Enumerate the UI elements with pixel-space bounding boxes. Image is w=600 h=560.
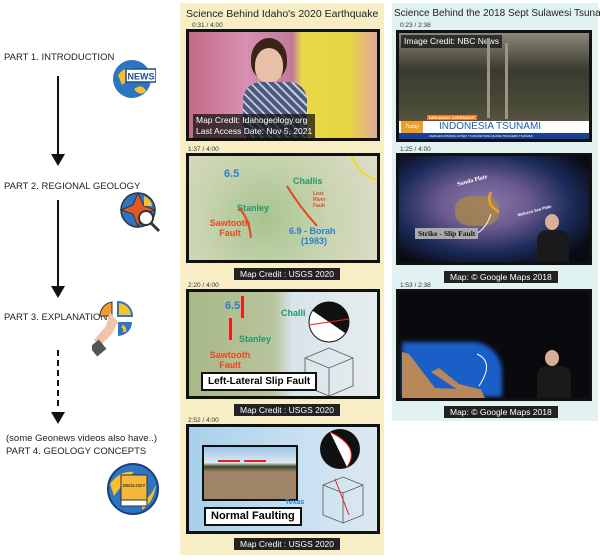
presenter bbox=[545, 350, 559, 366]
map-credit-caption: Map Credit : USGS 2020 bbox=[234, 538, 341, 550]
today-logo: Today bbox=[401, 121, 423, 133]
flow-arrow-line bbox=[57, 76, 59, 156]
map-credit-caption: Map Credit : USGS 2020 bbox=[234, 268, 341, 280]
flow-arrow-head bbox=[51, 286, 65, 298]
svg-text:NEWS: NEWS bbox=[128, 72, 155, 82]
news-banner: INDONESIA TSUNAMI bbox=[439, 121, 542, 132]
part2-label: PART 2. REGIONAL GEOLOGY bbox=[4, 181, 141, 192]
timestamp: 2:52 / 4:00 bbox=[188, 417, 219, 424]
video-frame-geology-concepts[interactable]: Texas Normal Faulting bbox=[186, 424, 380, 534]
globe-puzzle-hand-icon bbox=[89, 298, 162, 360]
video-frame-news[interactable]: Image Credit: NBC News BREAKING OVERNIGH… bbox=[396, 30, 592, 142]
fault-type-label: Normal Faulting bbox=[204, 507, 302, 526]
optional-note: (some Geonews videos also have..) bbox=[6, 433, 158, 444]
flow-arrow-head bbox=[51, 412, 65, 424]
fault-label: Strike - Slip Fault bbox=[415, 228, 479, 239]
globe-magnifier-icon bbox=[116, 188, 168, 240]
video-frame-regional-geology[interactable]: 6.5 Challis Lost River Fault Stanley Saw… bbox=[186, 153, 380, 263]
map-credit-caption: Map Credit : USGS 2020 bbox=[234, 404, 341, 416]
part4-label: PART 4. GEOLOGY CONCEPTS bbox=[6, 446, 147, 457]
timestamp: 0:23 / 2:38 bbox=[400, 22, 431, 29]
flow-arrow-head bbox=[51, 154, 65, 166]
presenter bbox=[545, 214, 559, 230]
map-credit-caption: Map: © Google Maps 2018 bbox=[444, 271, 558, 283]
flow-dashed-line bbox=[57, 350, 59, 406]
part3-label: PART 3. EXPLANATION bbox=[4, 312, 108, 323]
timestamp: 1:53 / 2:38 bbox=[400, 282, 431, 289]
part1-label: PART 1. INTRODUCTION bbox=[4, 52, 115, 63]
timestamp: 0:31 / 4:00 bbox=[192, 22, 223, 29]
sulawesi-title: Science Behind the 2018 Sept Sulawesi Ts… bbox=[394, 8, 600, 19]
video-frame-explanation[interactable]: 6.5 Challi Stanley Sawtooth Fault Left-L… bbox=[186, 289, 380, 399]
timestamp: 1:25 / 4:00 bbox=[400, 146, 431, 153]
fault-type-label: Left-Lateral Slip Fault bbox=[201, 372, 318, 391]
timestamp: 1:37 / 4:00 bbox=[188, 146, 219, 153]
geology-book-globe-icon: GEOLOGY bbox=[106, 462, 160, 516]
presenter bbox=[255, 48, 283, 82]
map-credit-caption: Map: © Google Maps 2018 bbox=[444, 406, 558, 418]
timestamp: 2:20 / 4:00 bbox=[188, 282, 219, 289]
idaho-title: Science Behind Idaho's 2020 Earthquake bbox=[186, 8, 379, 20]
news-globe-icon: NEWS bbox=[112, 55, 157, 99]
flow-arrow-line bbox=[57, 200, 59, 288]
sulawesi-panel: Science Behind the 2018 Sept Sulawesi Ts… bbox=[392, 3, 600, 421]
svg-text:GEOLOGY: GEOLOGY bbox=[123, 483, 146, 488]
video-frame-tsunami-model[interactable] bbox=[396, 289, 592, 401]
video-frame-tectonics[interactable]: Sunda Plate Molucca Sea Plate Strike - S… bbox=[396, 153, 592, 265]
idaho-panel: Science Behind Idaho's 2020 Earthquake 0… bbox=[180, 3, 384, 555]
fault-photo bbox=[202, 445, 298, 501]
image-credit-overlay: Image Credit: NBC News bbox=[401, 35, 502, 48]
